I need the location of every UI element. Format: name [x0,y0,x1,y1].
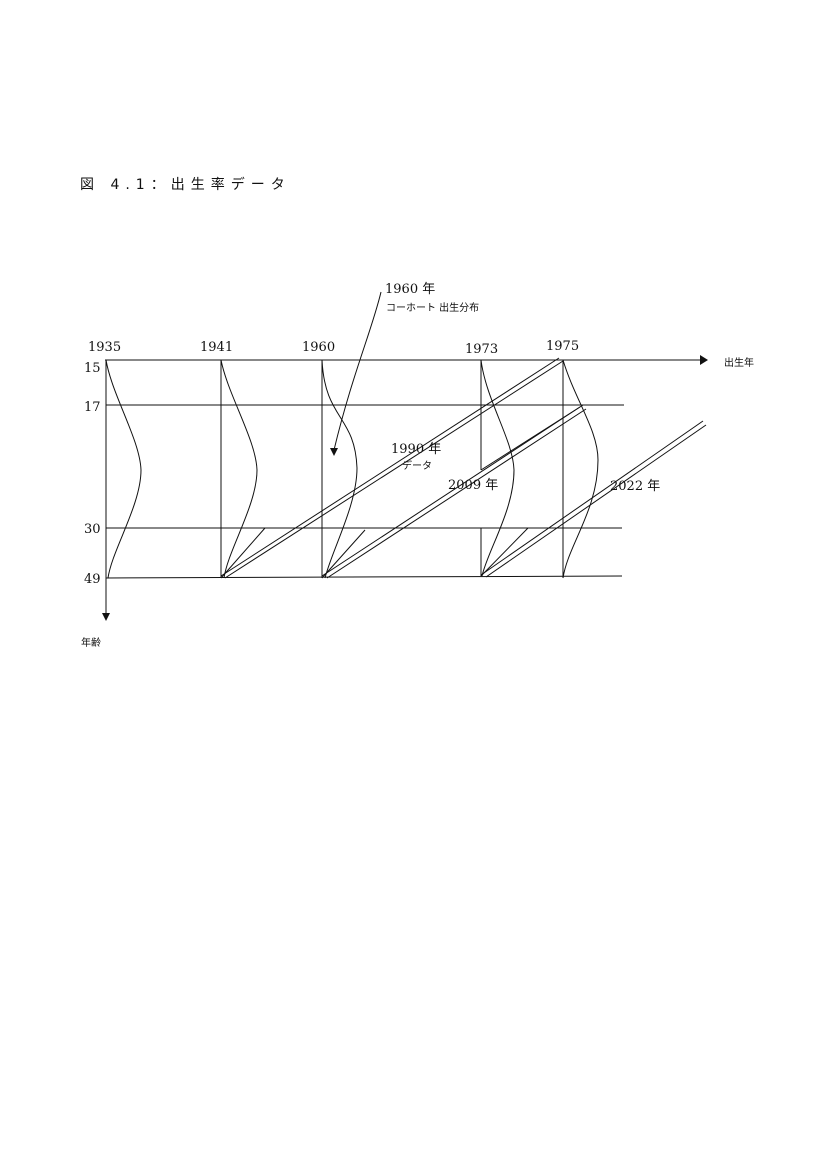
cohort-pointer [333,291,382,451]
y-tick-15: 15 [84,361,101,376]
cohort-pointer-arrow-icon [330,448,338,456]
cohort-curve-1973 [480,359,515,577]
annotation-2022: 2022 年 [610,479,660,494]
annotation-2009: 2009 年 [448,478,498,493]
x-tick-1935: 1935 [88,340,121,355]
period-line-2022 [480,420,707,578]
y-tick-49: 49 [84,572,101,587]
x-tick-1960: 1960 [302,340,335,355]
x-axis-arrow-icon [700,355,708,365]
y-axis-label: 年齢 [81,636,101,649]
diag-1973-base [480,527,529,577]
y-tick-30: 30 [84,522,101,537]
x-axis-label: 出生年 [724,356,754,369]
annotation-cohort-year: 1960 年 [385,282,435,297]
y-tick-17: 17 [84,400,101,415]
cohort-curve-1960 [321,359,358,579]
x-tick-1941: 1941 [200,340,233,355]
x-tick-1975: 1975 [546,339,579,354]
cohort-curve-1975 [562,359,599,579]
diag-1960-base [321,529,366,579]
annotation-1990-year: 1990 年 [391,442,441,457]
cohort-curve-1941 [220,359,258,579]
annotation-1990-text: データ [402,459,432,472]
figure-caption: 図 4.1：出生率データ [80,177,291,193]
gridline-age-49 [105,575,623,579]
period-line-2009 [321,404,587,579]
y-axis-arrow-icon [102,613,110,621]
x-tick-1973: 1973 [465,342,498,357]
annotation-cohort-text: コーホート 出生分布 [386,301,479,314]
cohort-curve-1935 [105,359,142,579]
period-line-1990 [220,357,564,579]
diag-1941-base [220,527,266,579]
